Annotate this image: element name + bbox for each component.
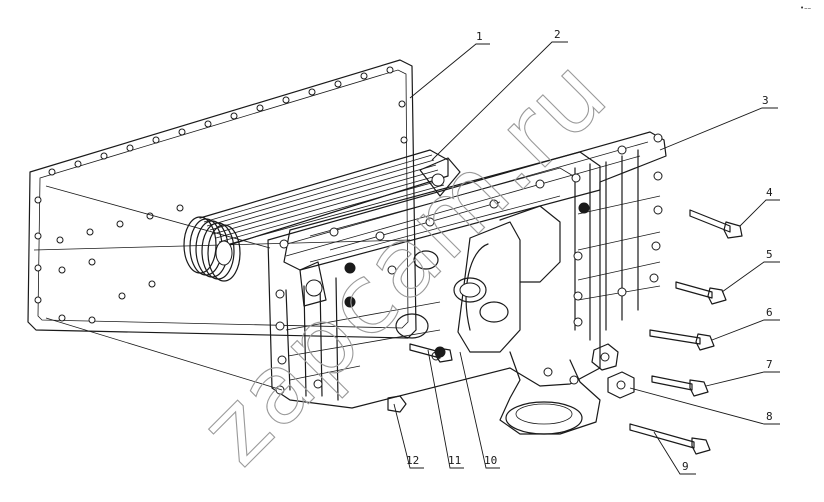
callout-8: 8 [766, 410, 773, 423]
bolt-11 [409, 343, 453, 363]
bolt-9 [629, 423, 711, 455]
callout-9: 9 [682, 460, 689, 473]
leader-lines [45, 41, 780, 475]
cooler-core [183, 149, 461, 282]
callout-12: 12 [406, 454, 419, 467]
bolt-6 [649, 329, 715, 351]
cover-housing [267, 131, 667, 435]
callout-10: 10 [484, 454, 497, 467]
callout-6: 6 [766, 306, 773, 319]
bolt-5 [675, 281, 727, 305]
callout-5: 5 [766, 248, 773, 261]
gasket [27, 59, 417, 339]
plug-8 [607, 371, 635, 399]
callout-labels: 1 2 3 4 5 6 7 8 9 10 11 12 [406, 28, 773, 473]
gasket-bolt-holes [34, 66, 408, 324]
callout-2: 2 [554, 28, 561, 41]
bolt-7 [651, 375, 709, 397]
bolt-4 [689, 209, 743, 239]
callout-3: 3 [762, 94, 769, 107]
fitting-10 [591, 343, 619, 371]
bolts [387, 209, 743, 455]
callout-1: 1 [476, 30, 483, 43]
corner-mark: •–– [800, 4, 812, 12]
callout-7: 7 [766, 358, 773, 371]
callout-4: 4 [766, 186, 773, 199]
callout-11: 11 [448, 454, 461, 467]
bolt-12 [387, 395, 407, 413]
cover-bolt-holes [275, 133, 663, 395]
